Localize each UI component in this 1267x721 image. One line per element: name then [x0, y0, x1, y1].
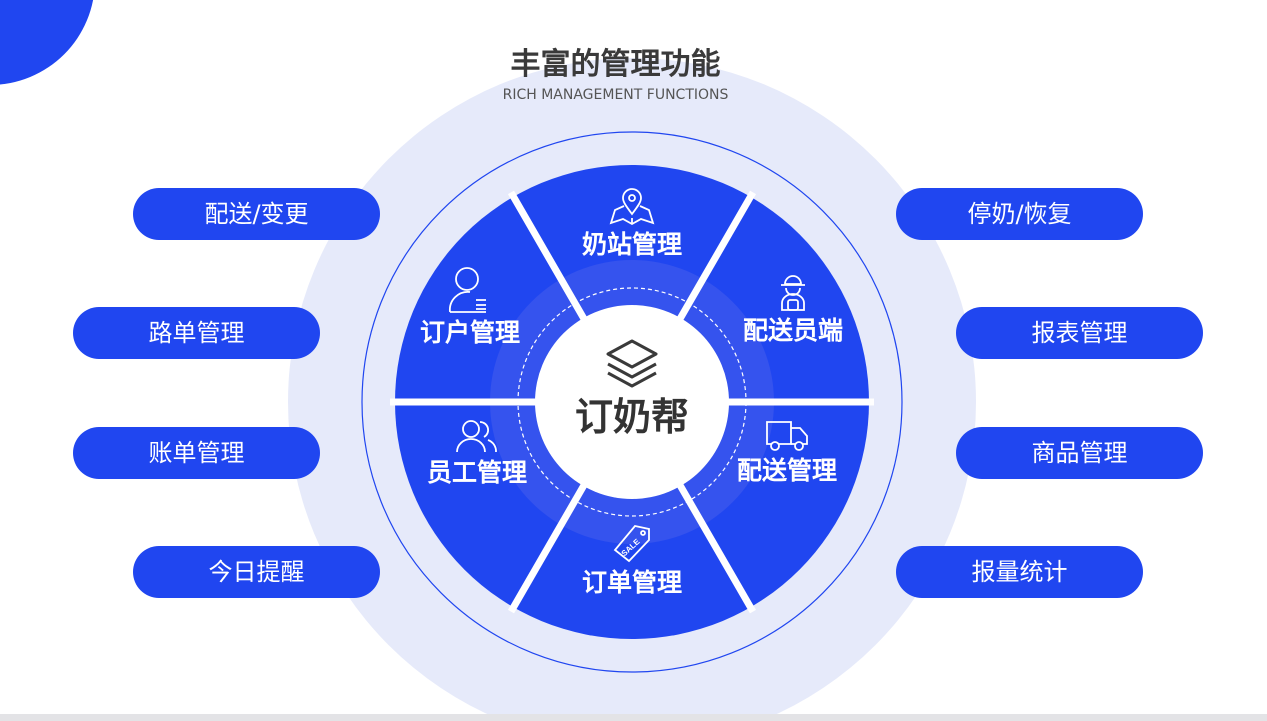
segment-subscriber-management[interactable]: 订户管理 — [410, 266, 530, 348]
feature-route-sheet[interactable]: 路单管理 — [73, 307, 320, 359]
truck-icon — [766, 421, 808, 451]
segment-label: 配送员端 — [742, 316, 843, 345]
segment-label: 奶站管理 — [581, 230, 682, 259]
brand-name: 订奶帮 — [574, 395, 689, 439]
center-brand: 订奶帮 — [567, 338, 697, 440]
segment-courier-app[interactable]: 配送员端 — [733, 274, 853, 346]
sale-tag-icon: SALE — [613, 525, 650, 563]
feature-products[interactable]: 商品管理 — [956, 427, 1203, 479]
segment-label: 配送管理 — [736, 456, 837, 485]
user-icon — [449, 267, 486, 313]
page-title: 丰富的管理功能 — [510, 47, 721, 82]
dashed-ring — [517, 287, 747, 517]
feature-volume-stats[interactable]: 报量统计 — [896, 546, 1143, 598]
feature-delivery-change[interactable]: 配送/变更 — [133, 188, 380, 240]
segment-label: 订单管理 — [581, 568, 682, 597]
layers-icon — [606, 339, 658, 388]
bottom-bar — [0, 714, 1267, 721]
segment-staff-management[interactable]: 员工管理 — [417, 418, 537, 488]
users-icon — [456, 420, 497, 453]
segment-delivery-management[interactable]: 配送管理 — [727, 420, 847, 486]
segment-label: 员工管理 — [426, 458, 527, 487]
feature-today-reminder[interactable]: 今日提醒 — [133, 546, 380, 598]
feature-reports[interactable]: 报表管理 — [956, 307, 1203, 359]
courier-icon — [781, 275, 805, 311]
segment-station-management[interactable]: 奶站管理 — [572, 188, 692, 260]
map-pin-icon — [609, 188, 655, 226]
segment-label: 订户管理 — [419, 318, 520, 347]
feature-billing[interactable]: 账单管理 — [73, 427, 320, 479]
page-subtitle: RICH MANAGEMENT FUNCTIONS — [502, 87, 729, 103]
corner-decoration — [0, 0, 94, 85]
segment-order-management[interactable]: SALE 订单管理 — [572, 524, 692, 598]
outer-thin-ring — [361, 131, 903, 673]
feature-pause-resume[interactable]: 停奶/恢复 — [896, 188, 1143, 240]
center-circle — [535, 305, 729, 499]
